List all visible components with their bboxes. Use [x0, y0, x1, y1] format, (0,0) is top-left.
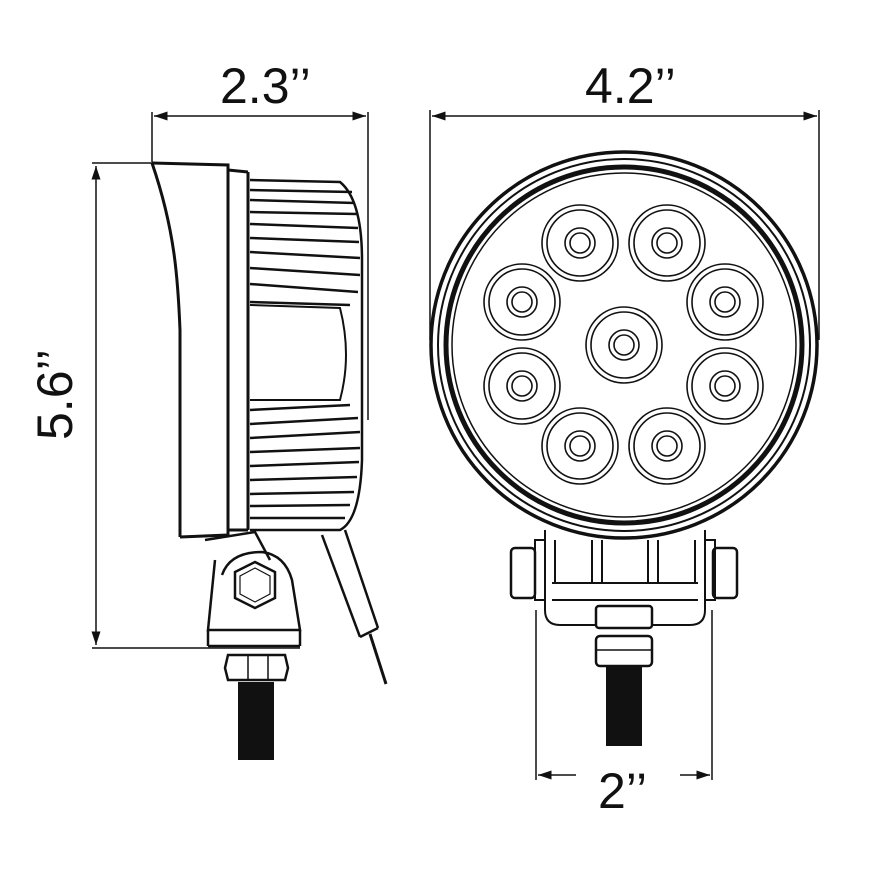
front-view — [429, 110, 820, 780]
bracket-width-dimension — [535, 610, 713, 780]
width-dimension — [429, 110, 820, 340]
depth-label: 2.3’’ — [220, 58, 311, 114]
led-8 — [541, 407, 619, 485]
front-housing — [429, 150, 819, 540]
side-bezel — [150, 161, 250, 539]
led-6 — [483, 347, 561, 425]
front-mount-stud — [594, 634, 654, 746]
side-view — [91, 111, 388, 760]
led-2 — [628, 204, 706, 282]
side-mount-stud — [223, 653, 290, 760]
side-cable — [320, 529, 388, 685]
hex-bolt-icon — [233, 560, 277, 610]
depth-dimension — [151, 111, 369, 420]
width-label: 4.2’’ — [585, 58, 676, 114]
height-label: 5.6’’ — [27, 349, 83, 440]
bracket-width-label: 2’’ — [598, 763, 647, 819]
heat-sink-fins — [249, 178, 364, 532]
right-nut-icon — [711, 546, 739, 600]
led-5 — [585, 306, 663, 384]
led-3 — [483, 263, 561, 341]
led-9 — [628, 407, 706, 485]
led-4 — [686, 263, 764, 341]
led-1 — [541, 204, 619, 282]
height-dimension — [91, 162, 300, 649]
side-mount-bracket — [204, 530, 302, 648]
left-nut-icon — [509, 546, 537, 600]
led-array — [483, 204, 764, 485]
front-mount-bracket — [509, 530, 739, 630]
led-7 — [686, 347, 764, 425]
